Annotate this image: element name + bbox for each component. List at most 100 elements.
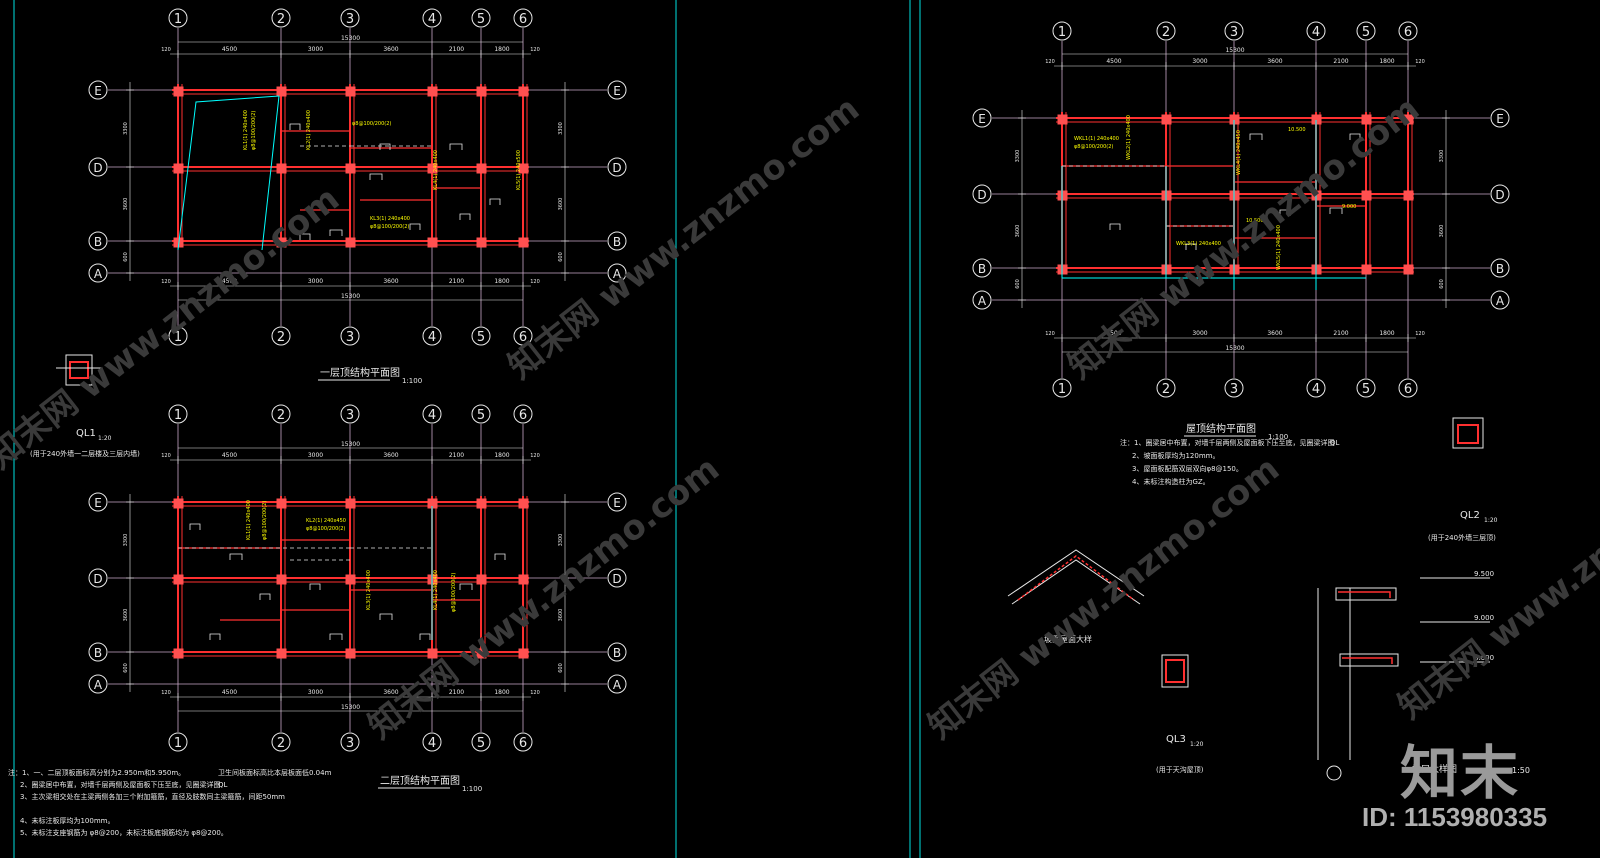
axis-label: 1	[174, 12, 182, 27]
plan1-title: 一层顶结构平面图	[320, 366, 400, 379]
axis-label: 1	[174, 408, 182, 423]
dim-total: 15300	[341, 704, 360, 711]
dim-text: 3300	[1439, 150, 1445, 163]
dim-text: 600	[558, 252, 564, 262]
column	[1361, 190, 1372, 201]
axis-label: 3	[346, 330, 354, 345]
dim-text: 3600	[1267, 330, 1282, 337]
axis-bubble	[88, 263, 108, 283]
ql1-name: QL1	[76, 428, 96, 439]
notes-right: 注：1、圈梁居中布置，对墙千层两侧及屋面板下压至底，见圈梁详图 2、坡面板厚均为…	[1120, 438, 1340, 486]
column	[518, 237, 529, 248]
note-left-6: 卫生间板面标高比本层板面低0.04m	[218, 768, 332, 777]
dim-text: 1800	[1379, 330, 1394, 337]
plan2-scale: 1:100	[462, 785, 482, 793]
dim-text: 1800	[494, 278, 509, 285]
axis-label: 5	[1362, 25, 1370, 40]
dim-text: 3300	[558, 534, 564, 547]
axis-bubble	[422, 326, 442, 346]
axis-label: E	[94, 84, 102, 98]
dim-text: 3600	[1439, 225, 1445, 238]
ql3-note: (用于天沟屋顶)	[1156, 765, 1204, 774]
column	[276, 86, 287, 97]
column	[276, 648, 287, 659]
beam-annotation: KL5(1) 240x500	[516, 150, 522, 190]
axis-label: 1	[1058, 382, 1066, 397]
beam-annotation: WKL1(1) 240x400	[1074, 136, 1119, 142]
axis-bubble	[340, 404, 360, 424]
axis-label: B	[613, 646, 621, 660]
rebar	[1279, 209, 1291, 216]
column	[518, 574, 529, 585]
dim-text: 1800	[494, 452, 509, 459]
dim-text: 2100	[1333, 58, 1348, 65]
axis-label: 5	[477, 12, 485, 27]
beam-annotation: 9.000	[1342, 204, 1356, 210]
column	[173, 574, 184, 585]
column	[345, 163, 356, 174]
dim-text: 600	[1015, 279, 1021, 289]
column	[173, 498, 184, 509]
axis-label: 3	[346, 408, 354, 423]
dim-total: 15300	[341, 35, 360, 42]
plan3-scale: 1:100	[1268, 433, 1288, 441]
axis-bubble	[1052, 378, 1072, 398]
axis-label: 1	[1058, 25, 1066, 40]
dim-text: 3300	[123, 122, 129, 135]
axis-bubble	[1224, 21, 1244, 41]
dim-text: 2100	[449, 278, 464, 285]
rebar	[494, 553, 506, 560]
column	[173, 648, 184, 659]
column	[518, 86, 529, 97]
beam-annotation: WKL4(1) 240x450	[1236, 130, 1242, 175]
dim-text: 3600	[123, 609, 129, 622]
axis-label: A	[94, 267, 103, 281]
axis-bubble	[607, 231, 627, 251]
column	[276, 574, 287, 585]
beam-annotation: KL1(1) 240x400	[246, 500, 252, 540]
note-left-5: 5、未标注支座钢筋为 φ8@200，未标注板底钢筋均为 φ8@200。	[20, 828, 228, 837]
detail-ql2: QL2 1:20 (用于240外墙三层顶)	[1428, 417, 1498, 542]
axis-bubble	[88, 157, 108, 177]
axis-bubble	[1306, 21, 1326, 41]
column	[476, 163, 487, 174]
dim-text: 3600	[123, 198, 129, 211]
detail-ridge: 坡面屋面大样	[1007, 549, 1145, 644]
sheet-dividers	[13, 0, 921, 858]
axis-label: B	[1496, 262, 1504, 276]
axis-bubble	[607, 80, 627, 100]
axis-bubble	[422, 404, 442, 424]
column	[173, 163, 184, 174]
axis-label: 4	[1312, 382, 1320, 397]
dim-text: 3600	[383, 46, 398, 53]
rebar	[369, 173, 383, 180]
rebar	[229, 553, 243, 560]
axis-label: B	[613, 235, 621, 249]
dim-text: 4500	[1106, 330, 1121, 337]
axis-bubble	[471, 732, 491, 752]
axis-bubble	[1398, 378, 1418, 398]
axis-label: 4	[428, 408, 436, 423]
column	[1361, 114, 1372, 125]
beam-annotation: φ8@100/200(2)	[262, 501, 268, 540]
axis-label: 1	[174, 330, 182, 345]
note-right-3: 3、屋面板配筋双层双向φ8@150。	[1132, 464, 1243, 473]
dim-text: 120	[530, 47, 540, 53]
eave-elev-3: 8.600	[1474, 654, 1494, 662]
axis-label: 4	[1312, 25, 1320, 40]
rebar	[329, 229, 343, 236]
dim-text: 3300	[1015, 150, 1021, 163]
axis-bubble	[513, 8, 533, 28]
rebar	[1109, 223, 1121, 230]
axis-label: 4	[428, 330, 436, 345]
axis-bubble	[168, 404, 188, 424]
column	[173, 86, 184, 97]
axis-bubble	[271, 404, 291, 424]
axis-bubble	[1156, 378, 1176, 398]
rebar	[1249, 133, 1263, 140]
axis-bubble	[513, 732, 533, 752]
beam-annotation: KL2(1) 240x400	[306, 110, 312, 150]
dim-text: 2100	[449, 452, 464, 459]
dim-text: 1800	[494, 46, 509, 53]
